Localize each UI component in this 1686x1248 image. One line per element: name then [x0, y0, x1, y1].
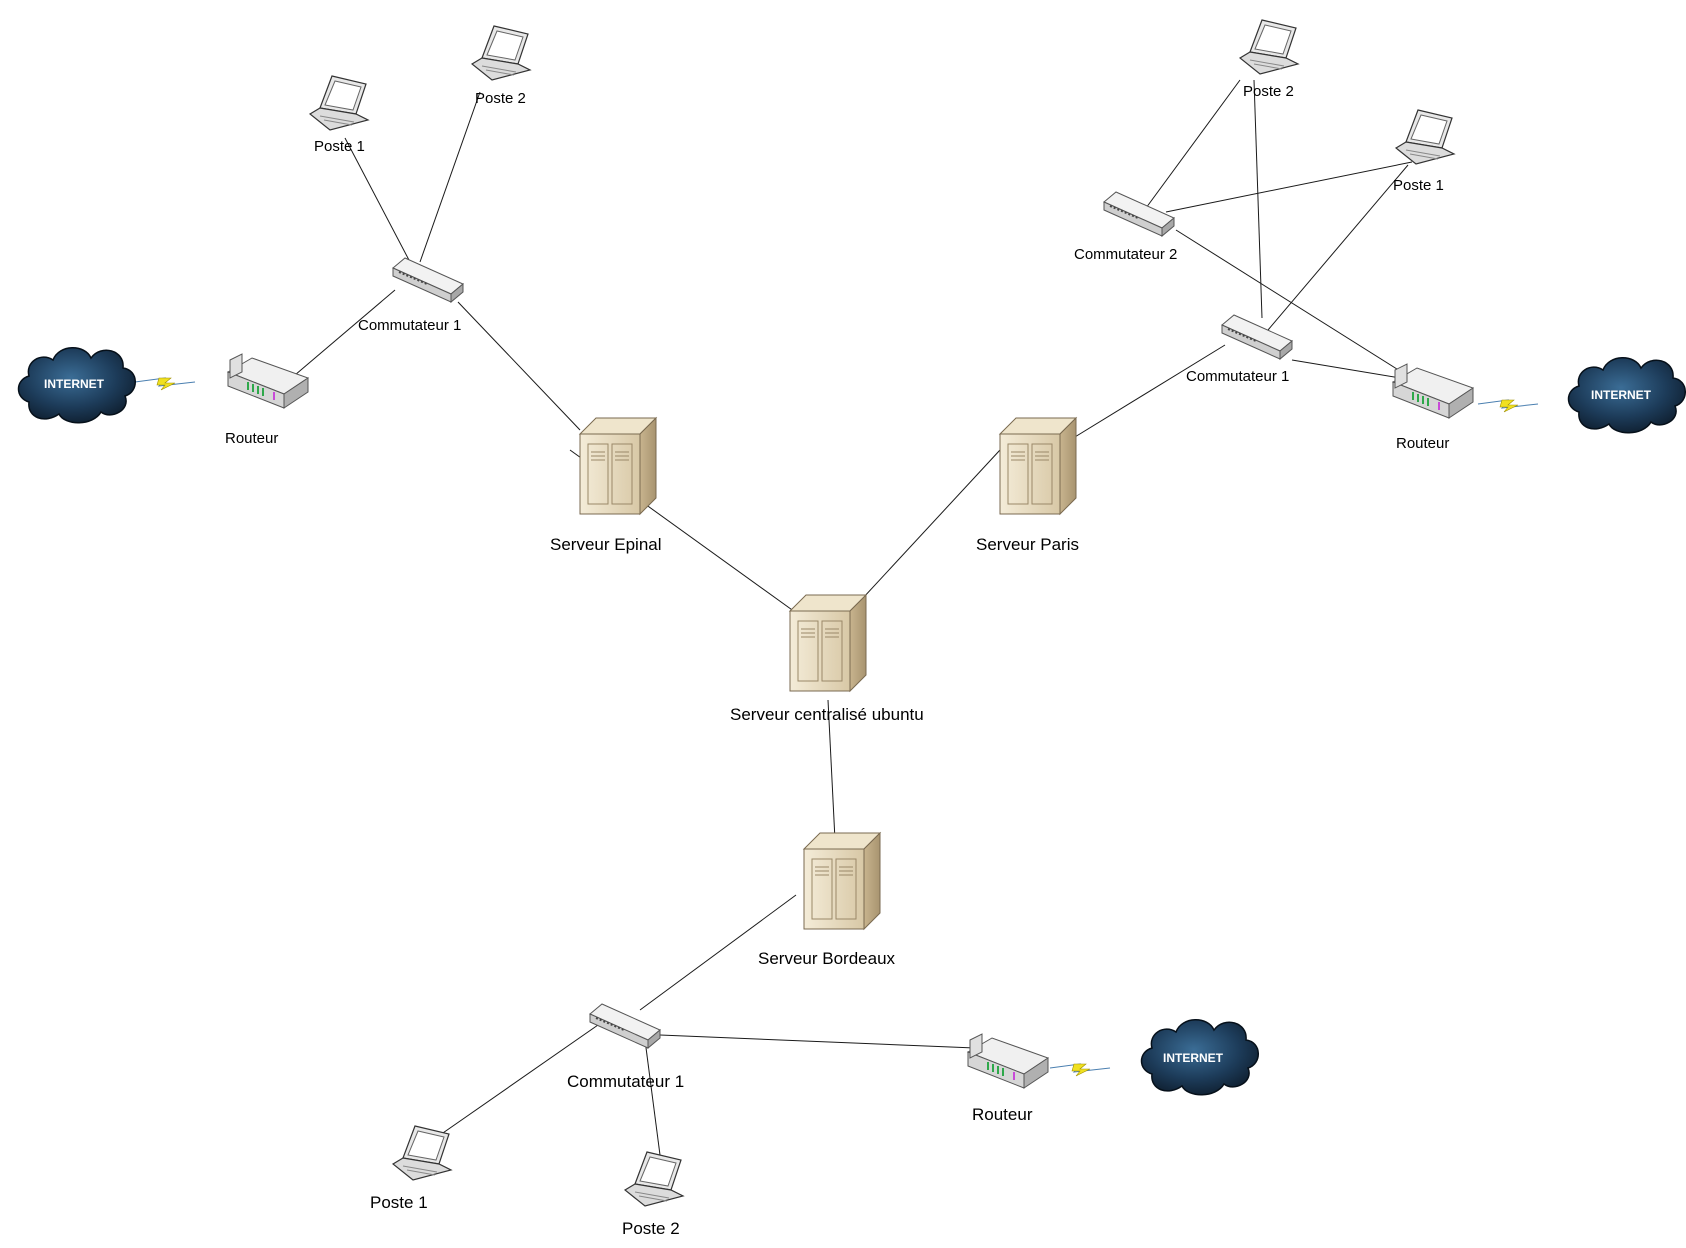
bordeaux-router-label: Routeur — [972, 1105, 1033, 1124]
switch-icon — [392, 257, 464, 303]
link-paris-switch1-router — [1291, 359, 1401, 379]
paris-internet-node[interactable]: INTERNET — [1567, 356, 1686, 434]
lightning-icon — [134, 377, 196, 391]
laptop-icon — [309, 75, 369, 131]
bordeaux-server-node[interactable]: Serveur Bordeaux — [758, 832, 896, 968]
epinal-internet-label: INTERNET — [44, 377, 105, 391]
bordeaux-internet-label: INTERNET — [1163, 1051, 1224, 1065]
link-bordeaux-switch-pc1 — [439, 1024, 599, 1136]
epinal-pc1-label: Poste 1 — [314, 138, 365, 155]
links — [294, 79, 1413, 1156]
epinal-router-label: Routeur — [225, 430, 278, 447]
bordeaux-switch-node[interactable]: Commutateur 1 — [567, 1003, 684, 1091]
central-server-label: Serveur centralisé ubuntu — [730, 705, 924, 724]
paris-internet-label: INTERNET — [1591, 388, 1652, 402]
paris-pc1-label: Poste 1 — [1393, 177, 1444, 194]
laptop-icon — [392, 1125, 452, 1181]
link-paris-switch2-pc1 — [1165, 161, 1413, 213]
link-paris-switch2-router — [1175, 229, 1409, 377]
laptop-icon — [471, 25, 531, 81]
link-central-bordeaux — [827, 699, 836, 841]
paris-router-node[interactable]: Routeur — [1392, 363, 1474, 452]
paris-switch1-label: Commutateur 1 — [1186, 368, 1289, 385]
central-server-node[interactable]: Serveur centralisé ubuntu — [730, 594, 924, 724]
link-paris-switch1-pc1 — [1267, 164, 1409, 331]
paris-server-label: Serveur Paris — [976, 535, 1079, 554]
lightning-icon — [1477, 399, 1539, 413]
router-icon — [227, 353, 309, 409]
epinal-router-node[interactable]: Routeur — [225, 353, 309, 447]
epinal-pc2-node[interactable]: Poste 2 — [471, 25, 531, 107]
link-paris-switch2-pc2 — [1145, 79, 1241, 209]
paris-switch2-label: Commutateur 2 — [1074, 246, 1177, 263]
paris-switch1-node[interactable]: Commutateur 1 — [1186, 314, 1293, 385]
switch-icon — [1221, 314, 1293, 360]
link-paris-server-switch1 — [1069, 344, 1226, 441]
paris-switch2-node[interactable]: Commutateur 2 — [1074, 191, 1177, 263]
epinal-server-label: Serveur Epinal — [550, 535, 662, 554]
epinal-site: Serveur Epinal Commutateur 1 Routeur INT… — [17, 25, 662, 554]
epinal-switch-label: Commutateur 1 — [358, 317, 461, 334]
link-epinal-switch-pc1 — [344, 137, 411, 263]
link-bordeaux-switch-pc2 — [644, 1039, 661, 1156]
bordeaux-switch-label: Commutateur 1 — [567, 1072, 684, 1091]
link-bordeaux-server-switch — [639, 894, 797, 1011]
paris-router-label: Routeur — [1396, 435, 1449, 452]
bordeaux-pc1-label: Poste 1 — [370, 1193, 428, 1212]
paris-pc2-node[interactable]: Poste 2 — [1239, 19, 1299, 100]
paris-pc2-label: Poste 2 — [1243, 83, 1294, 100]
paris-pc1-node[interactable]: Poste 1 — [1393, 109, 1455, 194]
epinal-switch-node[interactable]: Commutateur 1 — [358, 257, 464, 334]
epinal-pc1-node[interactable]: Poste 1 — [309, 75, 369, 155]
laptop-icon — [1239, 19, 1299, 75]
link-paris-switch1-pc2 — [1253, 79, 1263, 319]
switch-icon — [589, 1003, 661, 1049]
link-epinal-switch-router — [294, 289, 396, 376]
laptop-icon — [624, 1151, 684, 1207]
switch-icon — [1103, 191, 1175, 237]
bordeaux-pc2-label: Poste 2 — [622, 1219, 680, 1238]
server-icon — [789, 594, 867, 692]
router-icon — [1392, 363, 1474, 419]
paris-site: Serveur Paris Commutateur 1 Commutateur … — [976, 19, 1686, 554]
bordeaux-site: Serveur Bordeaux Commutateur 1 Routeur I… — [370, 832, 1260, 1238]
server-icon — [999, 417, 1077, 515]
bordeaux-router-node[interactable]: Routeur — [967, 1033, 1049, 1124]
bordeaux-server-label: Serveur Bordeaux — [758, 949, 896, 968]
server-icon — [803, 832, 881, 930]
link-central-paris — [849, 449, 1001, 613]
bordeaux-pc2-node[interactable]: Poste 2 — [622, 1151, 684, 1238]
bordeaux-pc1-node[interactable]: Poste 1 — [370, 1125, 452, 1212]
epinal-server-node[interactable]: Serveur Epinal — [550, 417, 662, 554]
link-epinal-server-switch — [457, 301, 581, 431]
server-icon — [579, 417, 657, 515]
epinal-internet-node[interactable]: INTERNET — [17, 346, 137, 424]
epinal-pc2-label: Poste 2 — [475, 90, 526, 107]
bordeaux-internet-node[interactable]: INTERNET — [1140, 1018, 1260, 1096]
link-epinal-switch-pc2 — [419, 91, 481, 263]
lightning-icon — [1049, 1063, 1111, 1077]
laptop-icon — [1395, 109, 1455, 165]
router-icon — [967, 1033, 1049, 1089]
link-bordeaux-switch-router — [659, 1034, 976, 1049]
paris-server-node[interactable]: Serveur Paris — [976, 417, 1079, 554]
